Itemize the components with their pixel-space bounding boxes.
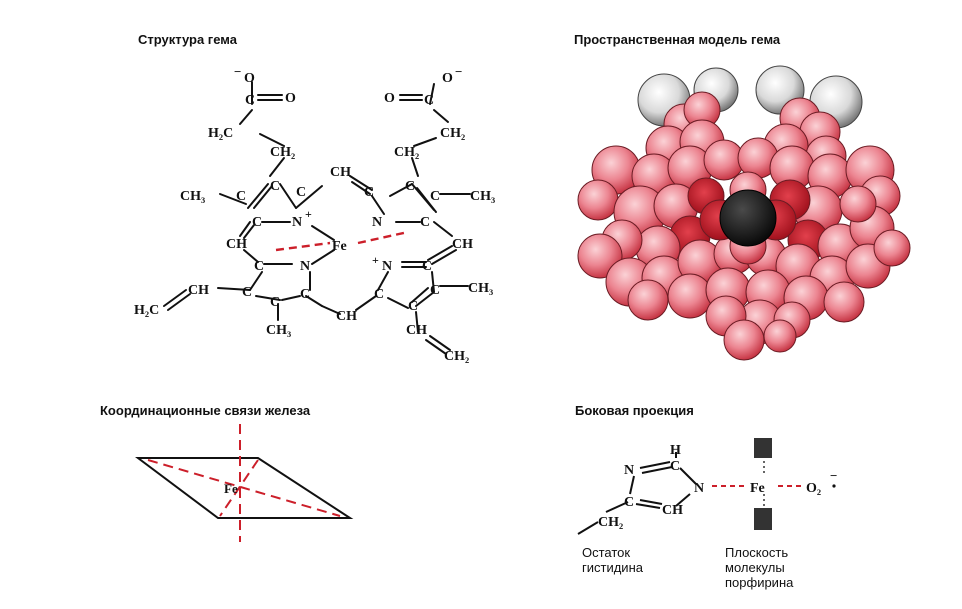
c-ring-11: C bbox=[242, 285, 252, 300]
side-view-title: Боковая проекция bbox=[575, 403, 694, 418]
o2-charge: − bbox=[830, 468, 837, 483]
ch3-right-bottom: CH₃ bbox=[468, 281, 493, 296]
ch3-left: CH₃ bbox=[180, 189, 205, 204]
fe-side: Fe bbox=[750, 481, 765, 496]
c-ring-14: C bbox=[430, 283, 440, 298]
c-ring-9: C bbox=[254, 259, 264, 274]
n-right-top: N bbox=[372, 215, 382, 230]
n-plus-left: N bbox=[292, 215, 302, 230]
c-ring-7: C bbox=[252, 215, 262, 230]
plus-right: + bbox=[372, 253, 379, 267]
n-imidazole-right: N bbox=[694, 481, 704, 496]
ch2-right: CH₂ bbox=[394, 145, 419, 160]
ch-bridge-left: CH bbox=[226, 237, 247, 252]
o2-ligand: O₂ bbox=[806, 481, 821, 496]
c-carboxyl-right: C bbox=[424, 93, 434, 108]
o2-radical-dot bbox=[832, 484, 836, 488]
o-carbonyl-left: O bbox=[285, 91, 296, 106]
ch-vinyl-left: CH bbox=[188, 283, 209, 298]
h2c-left: H₂C bbox=[208, 126, 233, 141]
c-carboxyl-left: C bbox=[245, 93, 255, 108]
histidine-caption-line-1: Остаток bbox=[582, 545, 631, 560]
histidine-caption: Остаток гистидина bbox=[582, 545, 643, 575]
c-ring-1: C bbox=[270, 179, 280, 194]
c-ring-12: C bbox=[300, 287, 310, 302]
c-ring-3: C bbox=[236, 189, 246, 204]
porphyrin-caption-line-2: молекулы bbox=[725, 560, 785, 575]
porphyrin-atom bbox=[873, 229, 911, 267]
ch-bridge-top: CH bbox=[330, 165, 351, 180]
c-ring-16: C bbox=[408, 299, 418, 314]
ch2-vinyl-right: CH₂ bbox=[444, 349, 469, 364]
structure-title: Структура гема bbox=[138, 32, 237, 47]
c-imidazole-bottom: C bbox=[624, 495, 634, 510]
porphyrin-caption: Плоскость молекулы порфирина bbox=[725, 545, 793, 590]
ch-vinyl-right: CH bbox=[406, 323, 427, 338]
c-ring-10: C bbox=[422, 259, 432, 274]
space-model-title: Пространственная модель гема bbox=[574, 32, 781, 47]
c-ring-5: C bbox=[364, 185, 374, 200]
n-imidazole-left: N bbox=[624, 463, 634, 478]
o-carbonyl-right: O bbox=[384, 91, 395, 106]
porphyrin-caption-line-1: Плоскость bbox=[725, 545, 789, 560]
porphyrin-atom bbox=[763, 319, 797, 353]
porphyrin-atom bbox=[839, 185, 877, 223]
porphyrin-atom bbox=[823, 281, 865, 323]
h2c-vinyl-left: H₂C bbox=[134, 303, 159, 318]
porphyrin-plane-top bbox=[754, 438, 772, 458]
porphyrin-plane-bottom bbox=[754, 508, 772, 530]
c-ring-6: C bbox=[430, 189, 440, 204]
ch-imidazole: CH bbox=[662, 503, 683, 518]
c-ring-8: C bbox=[420, 215, 430, 230]
iron-atom bbox=[719, 189, 777, 247]
ch-bridge-bottom: CH bbox=[336, 309, 357, 324]
ch2-right-upper: CH₂ bbox=[440, 126, 465, 141]
charge-right: − bbox=[455, 64, 462, 79]
c-ring-4: C bbox=[296, 185, 306, 200]
n-left-bottom: N bbox=[300, 259, 310, 274]
o-minus-right: O bbox=[442, 71, 453, 86]
ch3-right: CH₃ bbox=[470, 189, 495, 204]
ch3-bottom: CH₃ bbox=[266, 323, 291, 338]
coordination-title: Координационные связи железа bbox=[100, 403, 311, 418]
n-plus-right: N bbox=[382, 259, 392, 274]
c-ring-13: C bbox=[374, 287, 384, 302]
h-imidazole: H bbox=[670, 443, 681, 458]
plus-left: + bbox=[305, 207, 312, 221]
c-imidazole-top: C bbox=[670, 459, 680, 474]
c-ring-2: C bbox=[405, 179, 415, 194]
c-ring-15: C bbox=[270, 295, 280, 310]
ch2-histidine: CH₂ bbox=[598, 515, 623, 530]
ch-bridge-right: CH bbox=[452, 237, 473, 252]
porphyrin-caption-line-3: порфирина bbox=[725, 575, 794, 590]
charge-left: − bbox=[234, 64, 241, 79]
fe-center: Fe bbox=[332, 239, 347, 254]
histidine-caption-line-2: гистидина bbox=[582, 560, 643, 575]
o-minus-left: O bbox=[244, 71, 255, 86]
fe-coordination: Fe bbox=[224, 481, 238, 496]
ch2-left: CH₂ bbox=[270, 145, 295, 160]
